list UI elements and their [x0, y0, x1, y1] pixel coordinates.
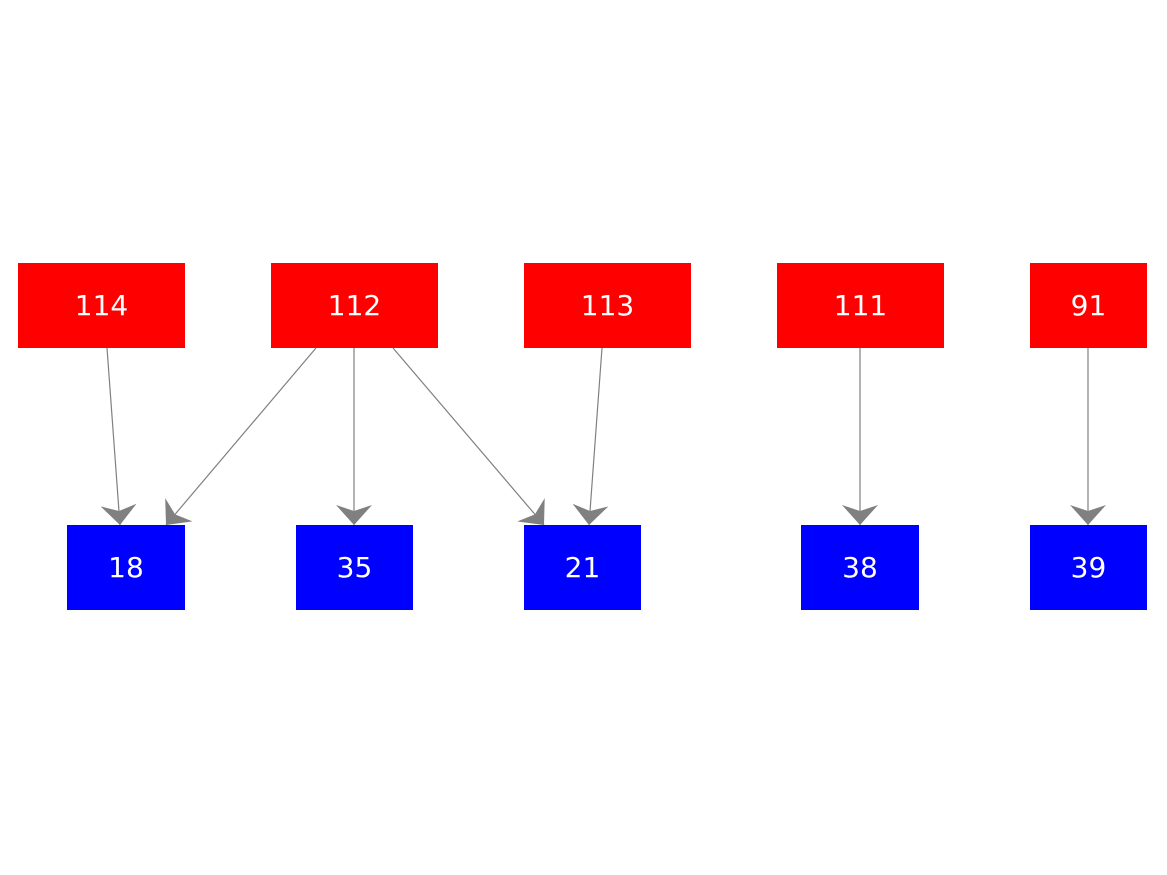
- node-113-label: 113: [581, 289, 634, 322]
- node-21-label: 21: [565, 551, 601, 584]
- edge-113-to-21: [572, 347, 609, 526]
- node-91-label: 91: [1071, 289, 1107, 322]
- node-35: 35: [296, 525, 413, 610]
- node-21-box: [524, 525, 641, 610]
- node-112-box: [271, 263, 438, 348]
- node-114-box: [18, 263, 185, 348]
- node-113: 113: [524, 263, 691, 348]
- node-111: 111: [777, 263, 944, 348]
- node-38-label: 38: [842, 551, 878, 584]
- node-111-box: [777, 263, 944, 348]
- node-18-box: [67, 525, 185, 610]
- edge-112-to-18: [165, 347, 317, 526]
- edge-112-to-21: [392, 347, 545, 526]
- node-21: 21: [524, 525, 641, 610]
- node-35-label: 35: [337, 551, 373, 584]
- node-38-box: [801, 525, 919, 610]
- node-38: 38: [801, 525, 919, 610]
- edge-114-to-18: [100, 347, 137, 526]
- node-114: 114: [18, 263, 185, 348]
- node-35-box: [296, 525, 413, 610]
- edges-layer: [100, 347, 1106, 526]
- node-39-box: [1030, 525, 1147, 610]
- node-91: 91: [1030, 263, 1147, 348]
- node-91-box: [1030, 263, 1147, 348]
- node-18: 18: [67, 525, 185, 610]
- node-39-label: 39: [1071, 551, 1107, 584]
- node-18-label: 18: [108, 551, 144, 584]
- node-112: 112: [271, 263, 438, 348]
- node-114-label: 114: [75, 289, 128, 322]
- node-112-label: 112: [328, 289, 381, 322]
- node-113-box: [524, 263, 691, 348]
- node-111-label: 111: [834, 289, 887, 322]
- node-39: 39: [1030, 525, 1147, 610]
